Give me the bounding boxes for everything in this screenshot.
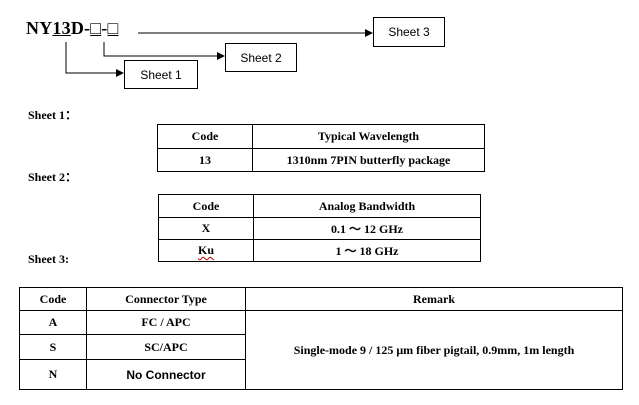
- table-row: X 0.1 ～ 12 GHz: [158, 217, 481, 240]
- sheet1-heading: Sheet 1：: [28, 108, 77, 122]
- model-placeholder-2: □: [107, 18, 119, 38]
- header-code: Code: [158, 194, 254, 218]
- model-code: 13: [52, 18, 71, 38]
- sheet2-table: Code Analog Bandwidth X 0.1 ～ 12 GHz Ku …: [158, 194, 481, 262]
- sheet1-table: Code Typical Wavelength 13 1310nm 7PIN b…: [157, 124, 485, 172]
- header-code: Code: [19, 287, 87, 311]
- model-dash: -: [101, 18, 108, 38]
- model-number: NY13D-□-□: [26, 18, 119, 39]
- cell-bandwidth: 1 ～ 18 GHz: [253, 239, 481, 262]
- arrow-to-sheet2: [103, 42, 225, 60]
- sheet3-table: Code Connector Type Remark A FC / APC Si…: [19, 287, 623, 390]
- model-placeholder-1: □: [90, 18, 102, 38]
- header-code: Code: [157, 124, 253, 149]
- table-row: S SC/APC: [19, 334, 623, 360]
- table-row: 13 1310nm 7PIN butterfly package: [157, 148, 485, 172]
- sheet3-heading: Sheet 3:: [28, 252, 69, 266]
- sheet1-box: Sheet 1: [124, 60, 198, 89]
- cell-code: X: [158, 217, 254, 240]
- arrow-to-sheet1: [65, 42, 124, 77]
- cell-connector-type: FC / APC: [86, 310, 246, 335]
- header-typical-wavelength: Typical Wavelength: [252, 124, 485, 149]
- cell-code: S: [19, 334, 87, 360]
- cell-bandwidth: 0.1 ～ 12 GHz: [253, 217, 481, 240]
- sheet2-box: Sheet 2: [225, 43, 297, 72]
- model-prefix: NY: [26, 18, 53, 38]
- cell-remark: Single-mode 9 / 125 μm fiber pigtail, 0.…: [245, 310, 623, 390]
- table-row: N No Connector: [19, 359, 623, 390]
- cell-code: N: [19, 359, 87, 390]
- table-row: Ku 1 ～ 18 GHz: [158, 239, 481, 262]
- cell-code: Ku: [158, 239, 254, 262]
- model-suffix: D-: [70, 18, 91, 38]
- cell-code: A: [19, 310, 87, 335]
- sheet3-box: Sheet 3: [373, 17, 445, 47]
- cell-connector-type: SC/APC: [86, 334, 246, 360]
- header-remark: Remark: [245, 287, 623, 311]
- table-header-row: Code Typical Wavelength: [157, 124, 485, 149]
- table-row: A FC / APC Single-mode 9 / 125 μm fiber …: [19, 310, 623, 390]
- header-analog-bandwidth: Analog Bandwidth: [253, 194, 481, 218]
- table-header-row: Code Analog Bandwidth: [158, 194, 481, 218]
- header-connector-type: Connector Type: [86, 287, 246, 311]
- code-ku: Ku: [197, 243, 214, 257]
- sheet2-heading: Sheet 2：: [28, 170, 77, 184]
- cell-wavelength: 1310nm 7PIN butterfly package: [252, 148, 485, 172]
- cell-code: 13: [157, 148, 253, 172]
- table-header-row: Code Connector Type Remark: [19, 287, 623, 311]
- cell-connector-type: No Connector: [86, 359, 246, 390]
